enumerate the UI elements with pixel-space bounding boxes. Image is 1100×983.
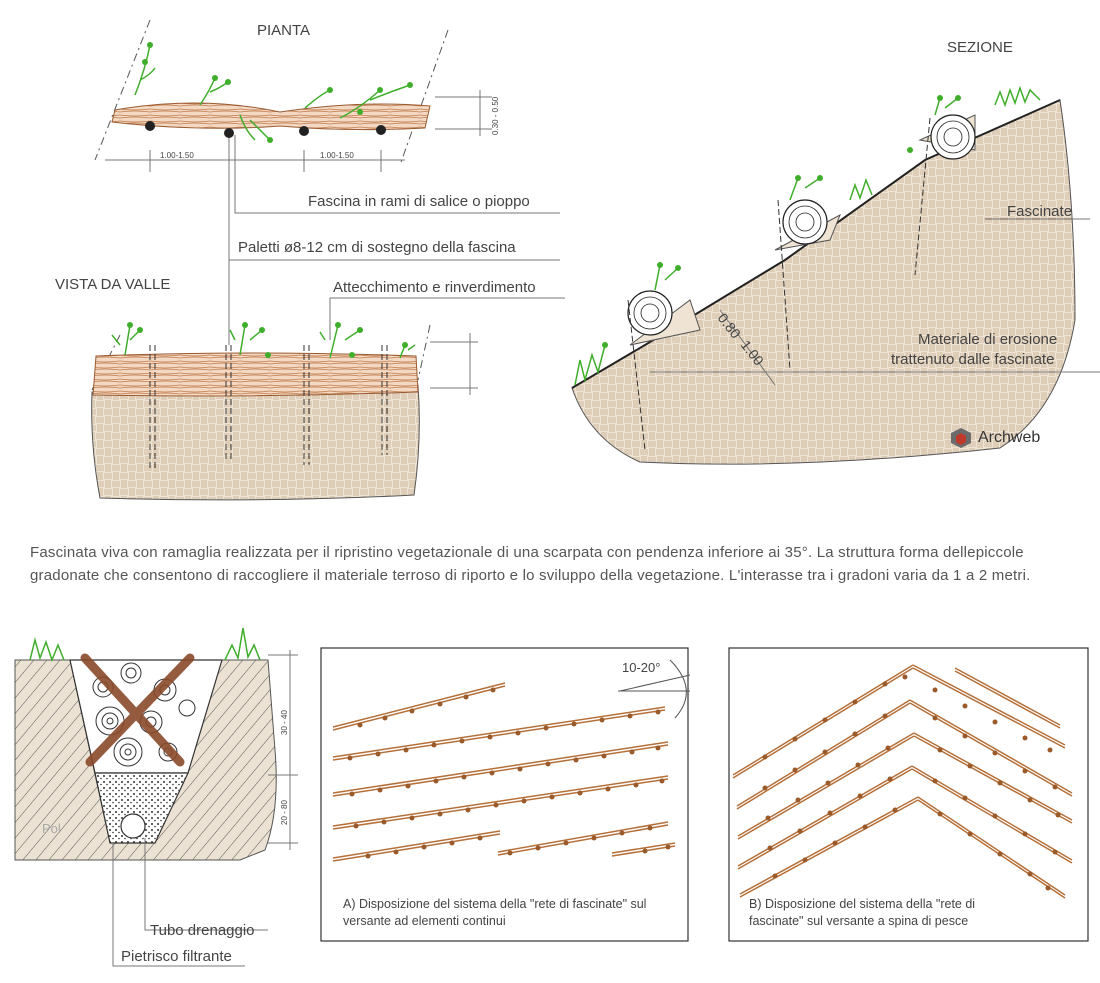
front-title: VISTA DA VALLE [55,276,170,293]
label-materiale-2: trattenuto dalle fascinate [891,351,1054,368]
leader-lines [228,135,565,345]
section-view [571,85,1100,465]
trench-detail [14,627,298,967]
stakes-b [762,674,1061,891]
plan-depth-label: 0.30 - 0.50 [491,96,500,135]
trench-dim-bottom: 20 - 80 [280,800,289,825]
label-fascinate: Fascinate [1007,203,1072,220]
plan-view [94,19,492,172]
label-fascina: Fascina in rami di salice o pioppo [308,193,530,210]
archweb-logo-icon [951,428,971,448]
plan-span-right: 1.00-1.50 [320,151,354,160]
label-pol: Pol [42,821,61,836]
trench-dim-top: 30 - 40 [280,710,289,735]
fascine-lines-a [332,682,676,862]
label-pietrisco: Pietrisco filtrante [121,948,232,965]
plan-title: PIANTA [257,22,310,39]
section-title: SEZIONE [947,39,1013,56]
label-tubo: Tubo drenaggio [150,922,255,939]
archweb-logo-text: Archweb [978,429,1041,446]
front-view [91,322,478,501]
caption-a-line2: versante ad elementi continui [343,914,506,928]
caption-b-line1: B) Disposizione del sistema della "rete … [749,897,975,911]
plan-span-left: 1.00-1.50 [160,151,194,160]
label-attecchimento: Attecchimento e rinverdimento [333,279,536,296]
label-materiale-1: Materiale di erosione [918,331,1057,348]
caption-b-line2: fascinate" sul versante a spina di pesce [749,914,968,928]
fascine-lines-b [732,664,1073,899]
archweb-logo[interactable]: Archweb [950,427,1040,449]
description-paragraph: Fascinata viva con ramaglia realizzata p… [30,544,1031,584]
panel-b [728,647,1089,942]
caption-a-line1: A) Disposizione del sistema della "rete … [343,897,646,911]
stakes-a [347,687,671,859]
label-paletti: Paletti ø8-12 cm di sostegno della fasci… [238,239,516,256]
panel-a [320,647,691,942]
angle-label: 10-20° [622,660,660,675]
